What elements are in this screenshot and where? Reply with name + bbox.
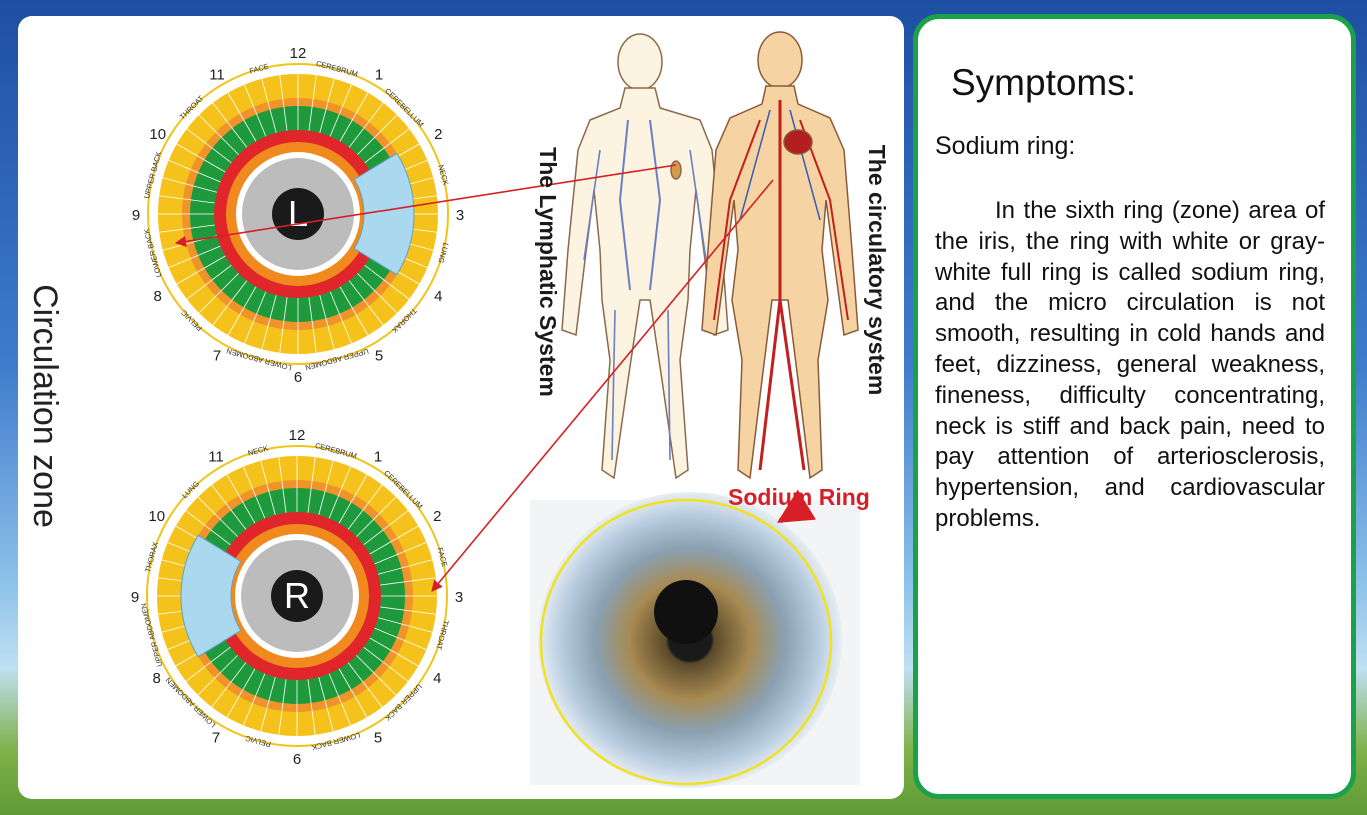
- clock-number: 4: [433, 670, 441, 687]
- clock-number: 3: [455, 589, 463, 606]
- connector-arrows: [174, 164, 817, 592]
- clock-number: 8: [154, 288, 162, 305]
- symptoms-panel: [913, 14, 1356, 799]
- clock-number: 9: [131, 589, 139, 606]
- sodium-ring-outline: [539, 498, 833, 786]
- clock-number: 1: [374, 449, 382, 466]
- lung-zone: [353, 152, 415, 276]
- clock-number: 10: [148, 508, 165, 525]
- pupil: [271, 570, 323, 622]
- clock-number: 9: [132, 207, 140, 224]
- side-letter: R: [284, 575, 310, 616]
- clock-number: 6: [293, 751, 301, 768]
- clock-number: 5: [374, 729, 382, 746]
- lymphatic-system-label: The Lymphatic System: [535, 147, 561, 397]
- sodium-ring-label: Sodium Ring: [728, 484, 870, 510]
- side-letter: L: [288, 193, 308, 234]
- clock-number: 7: [213, 347, 221, 364]
- pupil: [272, 188, 324, 240]
- clock-number: 3: [456, 207, 464, 224]
- clock-number: 12: [289, 427, 306, 444]
- clock-number: 4: [434, 288, 442, 305]
- symptoms-subtitle: Sodium ring:: [935, 132, 1076, 160]
- symptoms-body: In the sixth ring (zone) area of the iri…: [935, 197, 1325, 532]
- clock-number: 11: [209, 67, 225, 84]
- clock-number: 2: [434, 126, 442, 143]
- clock-number: 8: [153, 670, 161, 687]
- circulatory-figure: [701, 31, 859, 480]
- clock-number: 10: [149, 126, 166, 143]
- symptoms-title: Symptoms:: [951, 62, 1137, 103]
- clock-number: 7: [212, 729, 220, 746]
- circulatory-system-label: The circulatory system: [864, 144, 890, 396]
- clock-number: 5: [375, 347, 383, 364]
- iris-photo: [530, 492, 860, 788]
- clock-number: 12: [290, 45, 307, 62]
- lymphatic-figure: [561, 33, 729, 480]
- clock-number: 2: [433, 508, 441, 525]
- clock-number: 6: [294, 369, 302, 386]
- clock-number: 1: [375, 67, 383, 84]
- clock-number: 11: [208, 449, 224, 466]
- lung-zone: [180, 534, 242, 658]
